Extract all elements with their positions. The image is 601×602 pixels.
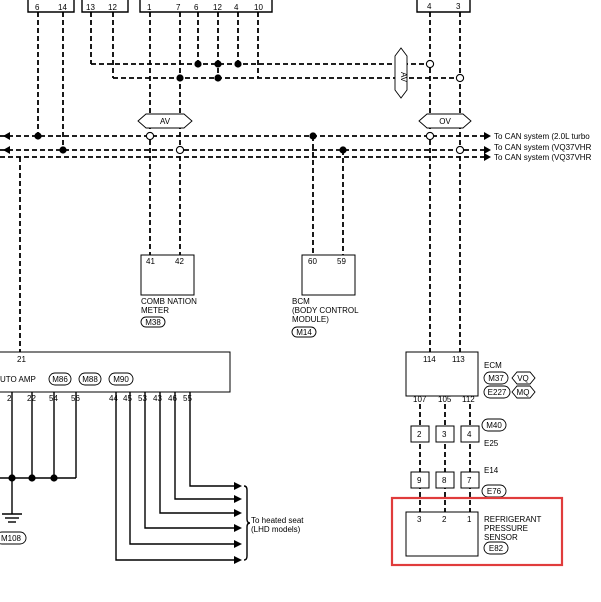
bus-lines bbox=[0, 63, 484, 158]
connector-label: M86 bbox=[52, 375, 68, 384]
pin-label: 3 bbox=[442, 430, 447, 439]
component-label: SENSOR bbox=[484, 533, 518, 542]
pin-label: 41 bbox=[146, 257, 155, 266]
pin-label: 4 bbox=[427, 2, 432, 11]
ground-wires: M108 bbox=[0, 392, 77, 545]
pin-label: 12 bbox=[213, 3, 222, 12]
pin-label: 112 bbox=[462, 395, 475, 404]
pin-label: 46 bbox=[168, 394, 177, 403]
component-label: (BODY CONTROL bbox=[292, 306, 359, 315]
component-label: BCM bbox=[292, 297, 310, 306]
top-left-component: 6 14 bbox=[27, 0, 75, 13]
pin-label: 4 bbox=[467, 430, 472, 439]
pin-label: 2 bbox=[442, 515, 447, 524]
pin-label: 113 bbox=[452, 355, 465, 364]
pin-label: 59 bbox=[337, 257, 346, 266]
pin-label: 55 bbox=[183, 394, 192, 403]
can-label: To CAN system (VQ37VHR bbox=[494, 143, 592, 152]
connector-label: E82 bbox=[489, 544, 504, 553]
combination-meter: 41 42 COMB NATION METER M38 bbox=[140, 254, 197, 328]
signal-label: AV bbox=[160, 117, 171, 126]
signal-label: OV bbox=[439, 117, 451, 126]
pin-label: 3 bbox=[417, 515, 422, 524]
can-label: To CAN system (2.0L turbo bbox=[494, 132, 590, 141]
pin-label: 14 bbox=[58, 3, 67, 12]
connector-label: M14 bbox=[296, 328, 312, 337]
engine-label: MQ bbox=[517, 388, 530, 397]
connector-label: M108 bbox=[1, 534, 22, 543]
component-label: COMB NATION bbox=[141, 297, 197, 306]
connector-label: M90 bbox=[113, 375, 129, 384]
component-label: PRESSURE bbox=[484, 524, 528, 533]
pin-label: 45 bbox=[123, 394, 132, 403]
pin-label: 4 bbox=[234, 3, 239, 12]
pin-label: 7 bbox=[176, 3, 181, 12]
connector-label: M88 bbox=[82, 375, 98, 384]
top-right-component: 4 3 bbox=[416, 0, 471, 13]
pin-label: 107 bbox=[413, 395, 427, 404]
pin-label: 1 bbox=[147, 3, 152, 12]
pin-label: 3 bbox=[456, 2, 461, 11]
component-label: MODULE) bbox=[292, 315, 329, 324]
junction-connector-upper: 2 3 4 M40 E25 bbox=[410, 418, 507, 448]
bcm: 60 59 BCM (BODY CONTROL MODULE) M14 bbox=[291, 254, 359, 338]
can-label: To CAN system (VQ37VHR bbox=[494, 153, 592, 162]
pin-label: 6 bbox=[35, 3, 40, 12]
top-center-component: 1 7 6 12 4 10 bbox=[139, 0, 273, 13]
av-left-tag: AV bbox=[137, 113, 193, 129]
pin-label: 60 bbox=[308, 257, 317, 266]
heated-seat-wires: To heated seat (LHD models) bbox=[115, 392, 304, 564]
connector-label: M37 bbox=[488, 374, 504, 383]
top-mid-component: 13 12 bbox=[81, 0, 129, 13]
pin-label: 7 bbox=[467, 476, 472, 485]
connector-label: E25 bbox=[484, 439, 499, 448]
pin-label: 9 bbox=[417, 476, 422, 485]
pin-label: 2 bbox=[7, 394, 12, 403]
pin-label: 114 bbox=[423, 355, 436, 364]
pin-label: 12 bbox=[108, 3, 117, 12]
pin-label: 8 bbox=[442, 476, 447, 485]
pin-label: 42 bbox=[175, 257, 184, 266]
can-connections: To CAN system (2.0L turbo To CAN system … bbox=[3, 132, 592, 162]
heated-seat-label: (LHD models) bbox=[251, 525, 301, 534]
heated-seat-label: To heated seat bbox=[251, 516, 304, 525]
pin-label: 21 bbox=[17, 355, 26, 364]
pin-label: 10 bbox=[254, 3, 263, 12]
auto-amp: 21 UTO AMP M86 M88 M90 2 22 54 56 44 45 … bbox=[0, 351, 231, 403]
ecm: 114 113 ECM M37 VQ E227 MQ 107 105 112 bbox=[405, 351, 536, 404]
connector-label: M38 bbox=[145, 318, 161, 327]
ov-right-tag: OV bbox=[418, 113, 472, 129]
sensor-wires bbox=[419, 404, 471, 512]
component-label: ECM bbox=[484, 361, 502, 370]
pin-label: 6 bbox=[194, 3, 199, 12]
junction-connector-lower: 9 8 7 E14 E76 bbox=[410, 466, 507, 498]
pin-label: 44 bbox=[109, 394, 118, 403]
component-label: REFRIGERANT bbox=[484, 515, 541, 524]
pin-label: 105 bbox=[438, 395, 452, 404]
component-label: UTO AMP bbox=[0, 375, 36, 384]
component-label: METER bbox=[141, 306, 169, 315]
signal-label: AV bbox=[399, 72, 408, 83]
connector-label: E76 bbox=[487, 487, 502, 496]
highlight-frame bbox=[390, 496, 564, 567]
refrigerant-pressure-sensor: 3 2 1 REFRIGERANT PRESSURE SENSOR E82 bbox=[405, 511, 541, 557]
pin-label: 2 bbox=[417, 430, 422, 439]
connector-label: E14 bbox=[484, 466, 499, 475]
pin-label: 13 bbox=[86, 3, 95, 12]
engine-label: VQ bbox=[517, 374, 529, 383]
connector-label: M40 bbox=[486, 421, 502, 430]
connector-label: E227 bbox=[488, 388, 507, 397]
pin-label: 43 bbox=[153, 394, 162, 403]
junction-dots-upper bbox=[34, 59, 465, 155]
pin-label: 53 bbox=[138, 394, 147, 403]
pin-label: 1 bbox=[467, 515, 472, 524]
av-vertical-tag: AV bbox=[394, 47, 408, 99]
